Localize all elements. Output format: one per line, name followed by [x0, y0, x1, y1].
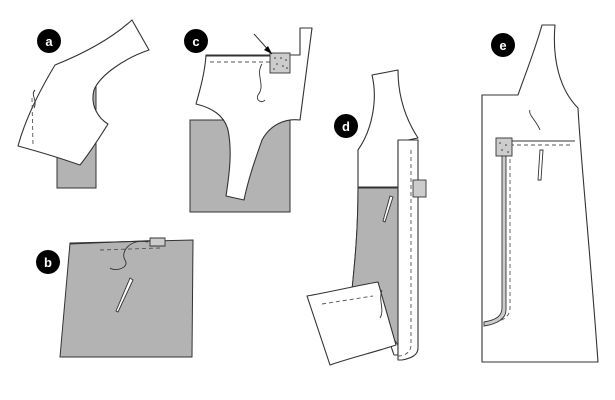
panel-b: b [36, 238, 193, 357]
badge-e: e [491, 33, 515, 57]
panel-b-lining [60, 240, 193, 357]
badge-d: d [334, 114, 358, 138]
badge-d-label: d [342, 119, 350, 134]
panel-e: e [482, 25, 598, 362]
panel-d: d [307, 70, 426, 365]
badge-b: b [36, 250, 60, 274]
badge-a: a [37, 29, 61, 53]
badge-c-label: c [192, 34, 199, 49]
panel-c: c [184, 28, 312, 212]
panel-e-finished-bodice [482, 25, 598, 362]
badge-e-label: e [499, 38, 506, 53]
badge-a-label: a [45, 34, 53, 49]
panel-e-dotted-tab [496, 138, 512, 156]
badge-b-label: b [44, 255, 52, 270]
panel-c-arrow-head [264, 46, 272, 54]
panel-c-dotted-tab [270, 53, 290, 73]
panel-d-facing [398, 140, 418, 360]
panel-a: a [18, 20, 149, 188]
panel-d-tab [413, 180, 426, 197]
panel-b-fold [150, 238, 165, 246]
badge-c: c [184, 29, 208, 53]
